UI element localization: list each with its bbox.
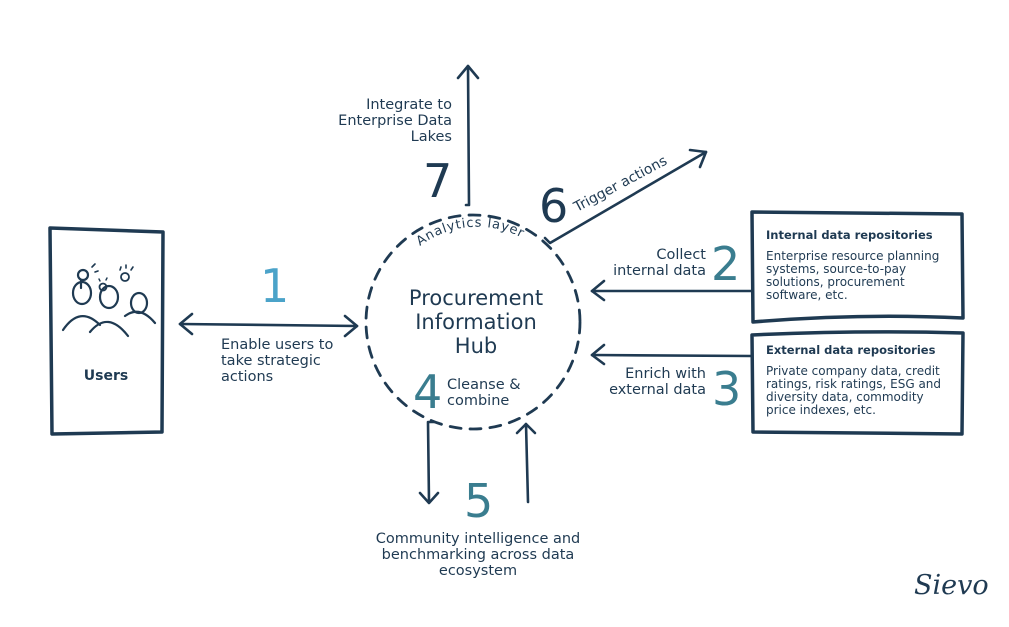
step-7-label: Integrate to Enterprise Data Lakes: [338, 97, 452, 145]
arrow-trigger-actions: [543, 148, 708, 245]
internal-repo: Internal data repositories Enterprise re…: [766, 228, 961, 302]
users-box: [48, 226, 165, 436]
step-5-label: Community intelligence and benchmarking …: [375, 531, 581, 579]
external-repo-desc: Private company data, credit ratings, ri…: [766, 364, 942, 417]
step-5-number: 5: [464, 474, 494, 528]
hub-title-line: Procurement: [408, 286, 544, 310]
step-2-number: 2: [711, 237, 741, 291]
internal-repo-title: Internal data repositories: [766, 228, 933, 242]
step-7-number: 7: [423, 154, 453, 208]
step-4-label: Cleanse & combine: [447, 377, 521, 409]
step-1-number: 1: [260, 259, 290, 313]
step-6-number: 6: [539, 179, 569, 233]
sievo-logo: Sievo: [914, 570, 989, 601]
step-3-label: Enrich with external data: [609, 366, 706, 398]
hub-title-line: Information: [415, 310, 537, 334]
step-2-label: Collect internal data: [613, 247, 706, 279]
arrow-community-to-hub: [515, 422, 537, 504]
step-1-label: Enable users to take strategic actions: [221, 337, 334, 385]
hub-title: Procurement Information Hub: [370, 286, 582, 358]
external-repo-box: [750, 330, 965, 436]
arrow-external-to-hub: [590, 343, 754, 366]
step-6-label: Trigger actions: [570, 153, 669, 216]
step-3-number: 3: [712, 362, 742, 416]
internal-repo-desc: Enterprise resource planning systems, so…: [766, 249, 940, 302]
hub-title-line: Hub: [454, 334, 498, 358]
arrow-users-hub: [178, 312, 359, 338]
external-repo-title: External data repositories: [766, 343, 936, 357]
users-with-lightbulbs-icon: [61, 263, 157, 338]
internal-repo-box: [750, 210, 965, 324]
users-label: Users: [83, 368, 129, 384]
step-4-number: 4: [413, 365, 443, 419]
arrow-hub-to-community: [418, 420, 440, 505]
hub-circle: [364, 213, 582, 431]
arrow-data-lakes: [456, 64, 480, 207]
arrow-internal-to-hub: [590, 279, 754, 302]
external-repo: External data repositories Private compa…: [766, 343, 961, 417]
